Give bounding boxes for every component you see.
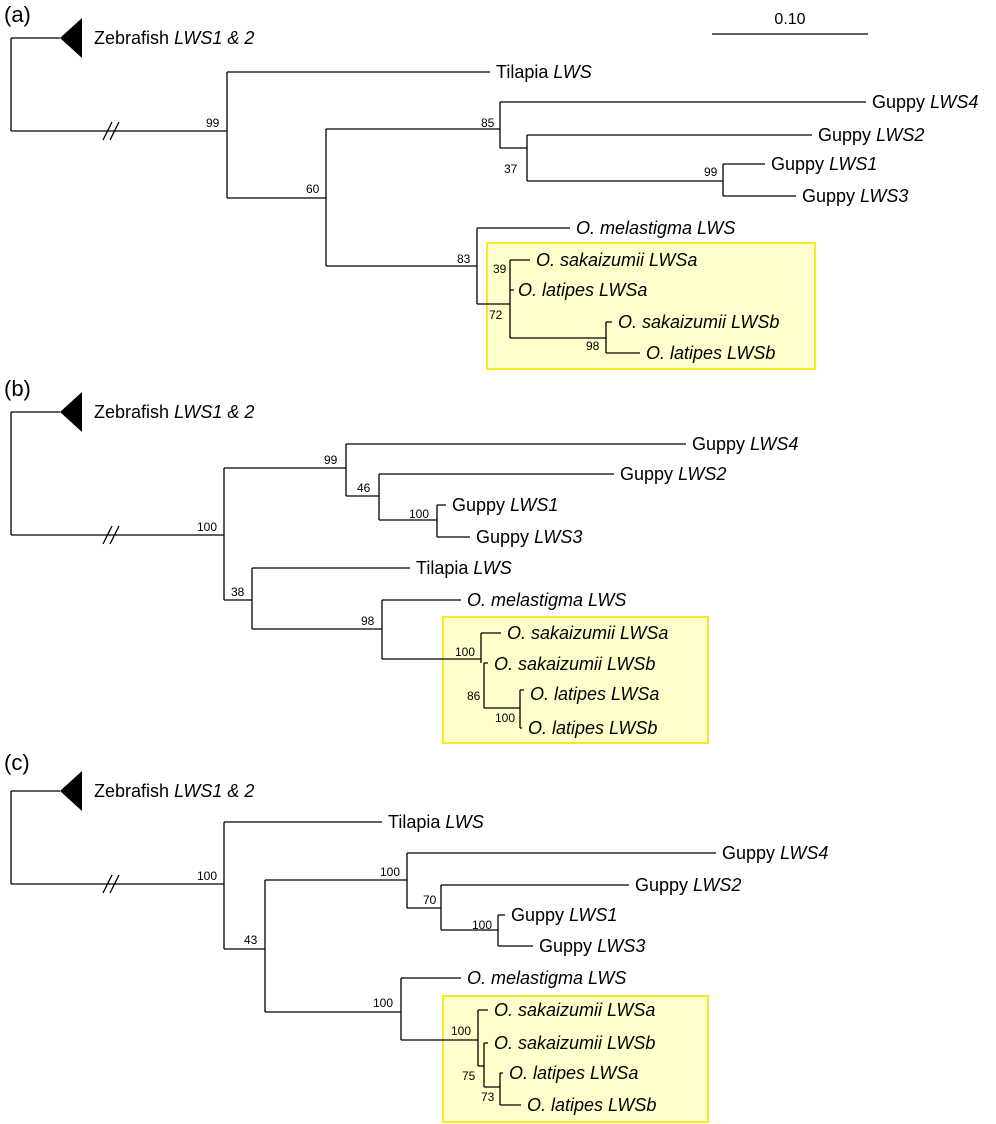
- support-value: 83: [457, 252, 471, 266]
- support-value: 46: [357, 481, 371, 495]
- leaf-label: O. sakaizumii LWSb: [618, 312, 779, 332]
- leaf-label: O. latipes LWSa: [518, 280, 647, 300]
- support-value: 85: [481, 116, 495, 130]
- panel-c: (c) Zebrafish LWS1 & 2 Tilapia LWS Guppy…: [4, 750, 828, 1123]
- collapsed-clade-triangle: [60, 18, 82, 58]
- support-value: 86: [467, 689, 481, 703]
- support-value: 73: [481, 1090, 495, 1104]
- collapsed-clade-label: Zebrafish LWS1 & 2: [94, 402, 254, 422]
- panel-a: (a) Zebrafish LWS1 & 2 Tilapia LWS Guppy…: [4, 2, 978, 370]
- leaf-label: Tilapia LWS: [496, 62, 592, 82]
- leaf-label: O. latipes LWSb: [527, 1095, 656, 1115]
- leaf-label: Guppy LWS4: [692, 434, 798, 454]
- support-value: 100: [472, 918, 492, 932]
- leaf-label: O. sakaizumii LWSb: [494, 654, 655, 674]
- support-value: 100: [373, 996, 393, 1010]
- support-value: 98: [361, 614, 375, 628]
- panel-label: (a): [4, 2, 31, 27]
- leaf-label: O. sakaizumii LWSb: [494, 1033, 655, 1053]
- tree-branches: [10, 411, 686, 729]
- leaf-label: Guppy LWS4: [872, 92, 978, 112]
- support-value: 43: [244, 933, 258, 947]
- leaf-label: Guppy LWS2: [818, 125, 924, 145]
- tree-branches: [10, 790, 716, 1106]
- support-value: 100: [197, 869, 217, 883]
- support-value: 37: [504, 162, 518, 176]
- support-value: 99: [324, 453, 338, 467]
- support-value: 72: [489, 308, 503, 322]
- leaf-label: O. latipes LWSb: [528, 718, 657, 738]
- support-value: 38: [231, 585, 245, 599]
- support-value: 100: [197, 520, 217, 534]
- support-value: 75: [462, 1069, 476, 1083]
- support-value: 100: [455, 645, 475, 659]
- collapsed-clade-triangle: [60, 392, 82, 432]
- leaf-label: O. sakaizumii LWSa: [494, 1000, 655, 1020]
- leaf-label: O. latipes LWSa: [530, 684, 659, 704]
- medaka-highlight-box: [442, 616, 709, 744]
- support-value: 99: [704, 165, 718, 179]
- leaf-label: Guppy LWS3: [802, 186, 908, 206]
- leaf-label: Guppy LWS3: [539, 936, 645, 956]
- panel-label: (b): [4, 376, 31, 401]
- leaf-label: O. melastigma LWS: [467, 590, 626, 610]
- support-value: 60: [306, 182, 320, 196]
- support-value: 70: [423, 893, 437, 907]
- leaf-label: Guppy LWS1: [452, 495, 558, 515]
- leaf-label: O. latipes LWSb: [646, 343, 775, 363]
- scale-bar: 0.10: [712, 11, 868, 35]
- leaf-label: Guppy LWS1: [511, 905, 617, 925]
- leaf-label: O. sakaizumii LWSa: [507, 623, 668, 643]
- leaf-label: O. latipes LWSa: [509, 1063, 638, 1083]
- support-value: 98: [586, 339, 600, 353]
- support-value: 100: [495, 711, 515, 725]
- axis-break: [102, 121, 120, 141]
- leaf-label: Guppy LWS4: [722, 843, 828, 863]
- leaf-label: Guppy LWS2: [620, 464, 726, 484]
- panel-b: (b) Zebrafish LWS1 & 2 Guppy LWS4 Guppy …: [4, 376, 798, 744]
- leaf-label: Tilapia LWS: [388, 812, 484, 832]
- axis-break: [102, 874, 120, 894]
- support-value: 100: [451, 1024, 471, 1038]
- axis-break: [102, 525, 120, 545]
- collapsed-clade-label: Zebrafish LWS1 & 2: [94, 28, 254, 48]
- medaka-highlight-box: [486, 242, 816, 370]
- support-value: 39: [493, 262, 507, 276]
- leaf-label: Tilapia LWS: [416, 558, 512, 578]
- leaf-label: Guppy LWS1: [771, 154, 877, 174]
- tree-branches: [10, 37, 866, 354]
- leaf-label: O. sakaizumii LWSa: [536, 250, 697, 270]
- leaf-label: O. melastigma LWS: [467, 968, 626, 988]
- panel-label: (c): [4, 750, 30, 775]
- support-value: 99: [206, 116, 220, 130]
- leaf-label: O. melastigma LWS: [576, 218, 735, 238]
- scale-bar-label: 0.10: [774, 11, 805, 28]
- collapsed-clade-label: Zebrafish LWS1 & 2: [94, 781, 254, 801]
- support-value: 100: [409, 507, 429, 521]
- support-value: 100: [380, 865, 400, 879]
- medaka-highlight-box: [442, 995, 709, 1123]
- collapsed-clade-triangle: [60, 771, 82, 811]
- leaf-label: Guppy LWS3: [476, 527, 582, 547]
- leaf-label: Guppy LWS2: [635, 875, 741, 895]
